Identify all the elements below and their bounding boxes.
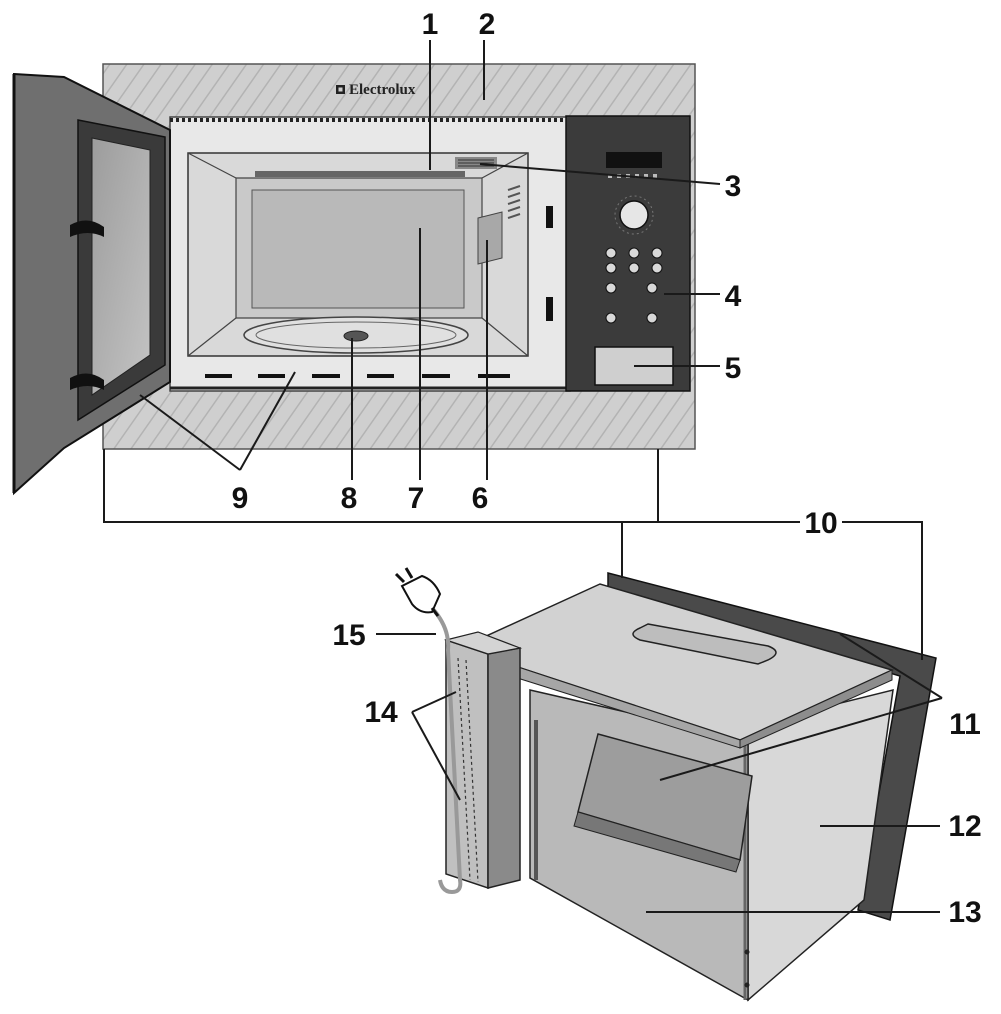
- callout-13: 13: [948, 896, 981, 929]
- display: [606, 152, 662, 168]
- door-glass: [91, 137, 151, 396]
- door-hinge: [70, 373, 104, 390]
- callout-11: 11: [949, 708, 981, 741]
- callout-15: 15: [332, 619, 365, 652]
- panel-button[interactable]: [605, 312, 617, 324]
- vent-grille: [455, 157, 497, 169]
- callout-2: 2: [479, 8, 496, 41]
- door-lock-hole: [546, 297, 553, 321]
- installation-frame: [394, 567, 937, 1002]
- back-panel: [251, 189, 465, 309]
- panel-button[interactable]: [651, 262, 663, 274]
- microwave-front: Electrolux: [12, 63, 696, 496]
- door-lock-hole: [546, 206, 553, 228]
- grill-element: [255, 171, 465, 177]
- mains-plug-icon: [394, 567, 442, 617]
- mains-cable: [430, 606, 463, 895]
- panel-button[interactable]: [646, 312, 658, 324]
- panel-button[interactable]: [646, 282, 658, 294]
- callout-labels: 1 2 3 4 5 6 7 8 9 10 11 12 13 14 15: [232, 8, 982, 929]
- brand-logo-text: Electrolux: [349, 82, 416, 98]
- panel-button[interactable]: [605, 282, 617, 294]
- leader-lines: [103, 40, 943, 913]
- callout-10: 10: [804, 507, 837, 540]
- door-hinge: [70, 220, 104, 237]
- panel-button[interactable]: [605, 262, 617, 274]
- callout-3: 3: [725, 170, 742, 203]
- panel-button[interactable]: [628, 247, 640, 259]
- panel-button[interactable]: [605, 247, 617, 259]
- panel-button[interactable]: [651, 247, 663, 259]
- panel-buttons: [605, 247, 663, 324]
- brand-logo-icon: [336, 85, 345, 94]
- callout-1: 1: [422, 8, 439, 41]
- callout-6: 6: [472, 482, 489, 515]
- callout-8: 8: [341, 482, 358, 515]
- top-slot: [632, 623, 777, 665]
- waveguide-cover: [477, 211, 503, 265]
- callout-9: 9: [232, 482, 249, 515]
- callout-5: 5: [725, 352, 742, 385]
- control-knob-icon[interactable]: [619, 200, 649, 230]
- callout-4: 4: [725, 280, 742, 313]
- callout-12: 12: [948, 810, 981, 843]
- side-vent: [507, 185, 521, 219]
- callout-7: 7: [408, 482, 425, 515]
- turntable-drive: [343, 330, 369, 342]
- panel-button[interactable]: [628, 262, 640, 274]
- callout-14: 14: [364, 696, 398, 729]
- side-panel: [747, 689, 894, 1002]
